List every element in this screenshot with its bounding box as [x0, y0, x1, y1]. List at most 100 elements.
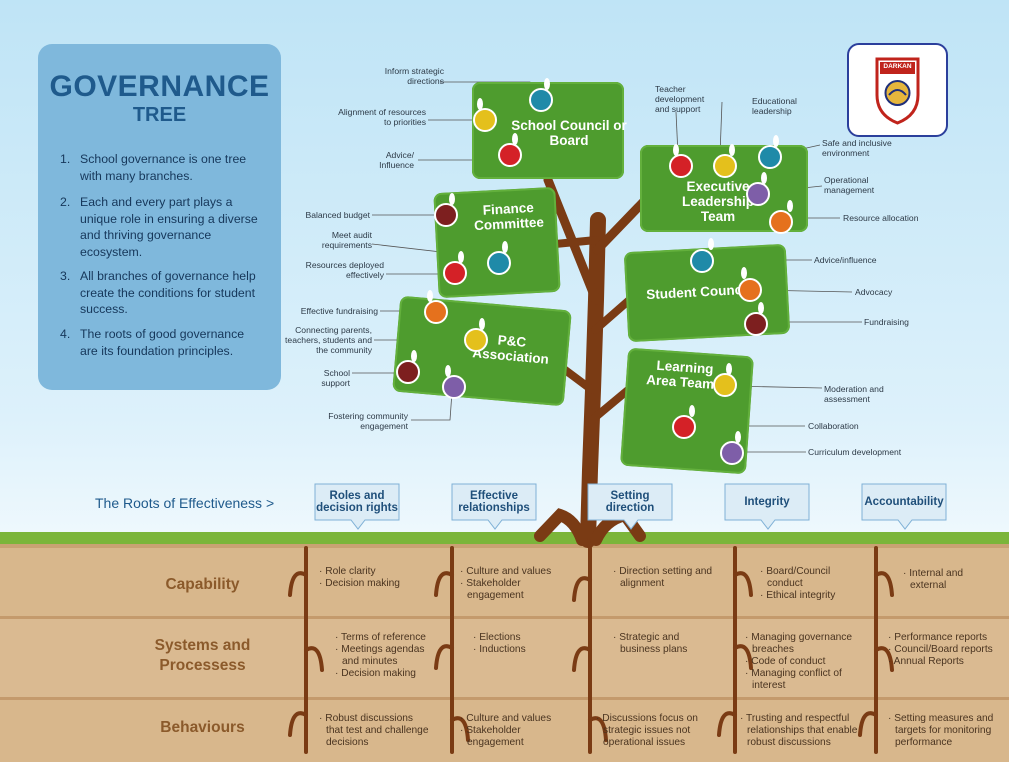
- apple-icon: [442, 365, 466, 399]
- branch-title: Executive Leadership Team: [681, 179, 755, 224]
- label-resource-allocation: Resource allocation: [843, 213, 919, 223]
- cell-systems-direction: · Strategic and business plans: [613, 632, 708, 656]
- school-logo: DARKAN: [847, 43, 948, 137]
- cell-behaviours-relationships: · Culture and values · Stakeholder engag…: [460, 713, 570, 749]
- branch-school-council: School Council or Board: [472, 82, 627, 179]
- apple-icon: [487, 241, 511, 275]
- point-text: Each and every part plays a unique role …: [80, 195, 258, 259]
- cell-capability-accountability: · Internal and external: [903, 568, 983, 592]
- label-operational-management: Operational management: [824, 175, 875, 195]
- shield-icon: [875, 57, 920, 125]
- label-advice-influence-student: Advice/influence: [814, 255, 877, 265]
- apple-icon: [738, 267, 762, 302]
- roots-intro: The Roots of Effectiveness >: [95, 495, 275, 511]
- label-meet-audit: Meet audit requirements: [321, 230, 372, 250]
- apple-icon: [769, 200, 793, 234]
- point-text: School governance is one tree with many …: [80, 152, 247, 183]
- row-systems-label: Systems and Processess: [154, 637, 251, 674]
- cell-item: · Decision making: [335, 668, 416, 679]
- label-safe-inclusive: Safe and inclusive environment: [822, 138, 892, 158]
- cell-item: · Culture and values: [460, 566, 552, 577]
- label-balanced-budget: Balanced budget: [305, 210, 370, 220]
- cell-systems-relationships: · Elections · Inductions: [473, 632, 563, 656]
- apple-icon: [672, 405, 696, 439]
- apple-icon: [713, 363, 737, 397]
- cell-systems-integrity: · Managing governance breaches · Code of…: [745, 632, 860, 692]
- row-behaviours-label: Behaviours: [160, 719, 245, 736]
- cell-item: · Meetings agendas and minutes: [335, 644, 425, 667]
- cell-item: · Role clarity: [319, 566, 376, 577]
- apple-icon: [464, 318, 488, 352]
- point-text: The roots of good governance are its fou…: [80, 327, 245, 358]
- branch-title: School Council or Board: [511, 118, 627, 148]
- cell-item: · Decision making: [319, 578, 400, 589]
- apple-icon: [396, 350, 420, 384]
- point-1: 1. School governance is one tree with man…: [60, 151, 265, 184]
- root-lines: [288, 546, 894, 754]
- root-setting-direction: Setting direction: [605, 490, 655, 514]
- label-effective-fundraising: Effective fundraising: [300, 306, 378, 316]
- soil-divider-1: [0, 616, 1009, 619]
- apple-icon: [529, 78, 553, 112]
- cell-item: · Stakeholder engagement: [460, 578, 524, 601]
- point-number: 1.: [60, 152, 71, 166]
- info-panel: GOVERNANCE TREE 1.School governance is o…: [38, 44, 281, 390]
- apple-icon: [690, 238, 714, 273]
- point-2: 2. Each and every part plays a unique rol…: [60, 194, 265, 260]
- cell-item: · Annual Reports: [888, 656, 964, 667]
- cell-behaviours-accountability: · Setting measures and targets for monit…: [888, 713, 1006, 749]
- label-curriculum-development: Curriculum development: [808, 447, 902, 457]
- label-school-support: School support: [321, 368, 350, 388]
- cell-item: · Managing governance breaches: [745, 632, 853, 655]
- cell-item: · Strategic and business plans: [613, 632, 688, 655]
- cell-capability-roles: · Role clarity · Decision making: [319, 566, 429, 590]
- label-advice-influence: Advice/ Influence: [379, 150, 414, 170]
- cell-item: · Internal and external: [903, 568, 964, 591]
- apple-icon: [443, 251, 467, 285]
- root-effective-relationships: Effective relationships: [458, 490, 530, 514]
- logo-text: DARKAN: [883, 63, 912, 70]
- cell-item: · Discussions focus on strategic issues …: [596, 713, 698, 748]
- cell-capability-relationships: · Culture and values · Stakeholder engag…: [460, 566, 570, 602]
- label-educational-leadership: Educational leadership: [752, 96, 797, 116]
- root-accountability: Accountability: [864, 496, 944, 508]
- label-inform-strategic: Inform strategic directions: [384, 66, 444, 86]
- cell-item: · Council/Board reports: [888, 644, 993, 655]
- cell-item: · Direction setting and alignment: [613, 566, 713, 589]
- apple-icon: [758, 135, 782, 169]
- cell-behaviours-roles: · Robust discussions that test and chall…: [319, 713, 431, 749]
- point-number: 2.: [60, 195, 71, 209]
- cell-item: · Performance reports: [888, 632, 988, 643]
- cell-item: · Terms of reference: [335, 632, 426, 643]
- cell-item: · Code of conduct: [745, 656, 826, 667]
- cell-item: · Ethical integrity: [760, 590, 836, 601]
- apple-icon: [713, 144, 737, 178]
- soil-divider-2: [0, 697, 1009, 700]
- cell-capability-integrity: · Board/Council conduct · Ethical integr…: [760, 566, 850, 602]
- row-capability-label: Capability: [165, 576, 240, 593]
- label-resources-deployed: Resources deployed effectively: [305, 260, 384, 280]
- point-number: 3.: [60, 269, 71, 283]
- apple-icon: [498, 133, 522, 167]
- root-roles-decision: Roles and decision rights: [316, 490, 398, 514]
- apple-icon: [473, 98, 497, 132]
- root-integrity: Integrity: [744, 496, 790, 508]
- cell-capability-direction: · Direction setting and alignment: [613, 566, 713, 590]
- cell-item: · Culture and values: [460, 713, 552, 724]
- page-title: GOVERNANCE: [49, 70, 270, 103]
- point-number: 4.: [60, 327, 71, 341]
- point-text: All branches of governance help create t…: [80, 269, 256, 316]
- point-4: 4. The roots of good governance are its f…: [60, 326, 265, 359]
- label-moderation-assessment: Moderation and assessment: [824, 384, 884, 404]
- cell-item: · Trusting and respectful relationships …: [740, 713, 858, 748]
- label-collaboration: Collaboration: [808, 421, 859, 431]
- cell-item: · Board/Council conduct: [760, 566, 831, 589]
- cell-item: · Elections: [473, 632, 521, 643]
- apple-icon: [744, 302, 768, 336]
- cell-systems-roles: · Terms of reference · Meetings agendas …: [335, 632, 440, 680]
- label-alignment-resources: Alignment of resources to priorities: [338, 107, 426, 127]
